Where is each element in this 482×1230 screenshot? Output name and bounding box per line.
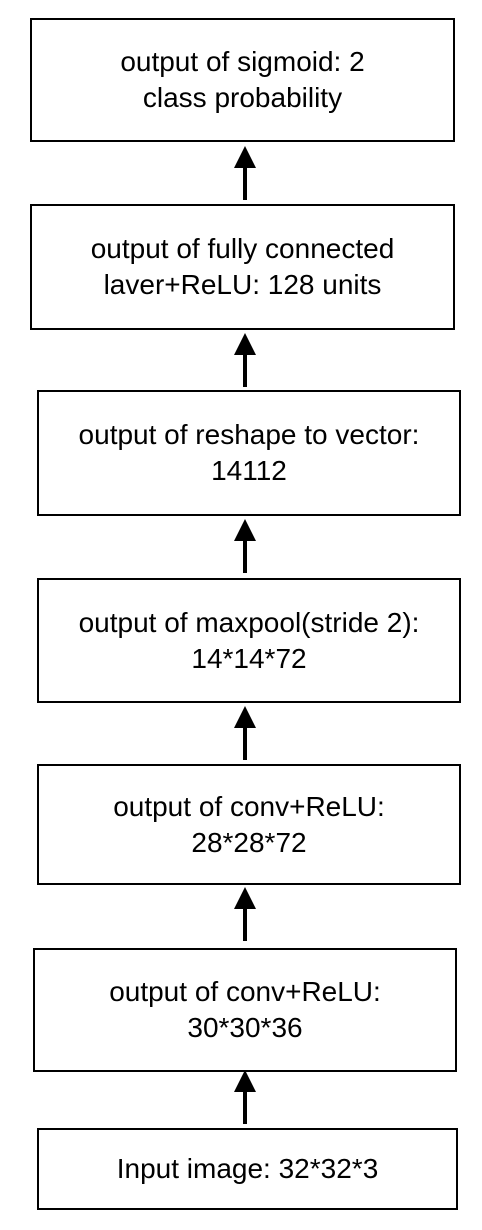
maxpool-output-line-1: output of maxpool(stride 2): [78,606,420,638]
reshape-output-line-2: 14112 [211,455,287,486]
input-image-box: Input image: 32*32*3 [37,1128,458,1210]
arrow-up-icon [230,887,260,941]
conv1-output-line-1: output of conv+ReLU: [109,976,381,1007]
maxpool-output-line-2: 14*14*72 [191,642,307,674]
reshape-output-line-1: output of reshape to vector: [78,419,420,450]
conv2-output-line-2: 28*28*72 [191,826,307,858]
sigmoid-output-line-1: output of sigmoid: 2 [120,46,365,77]
arrow-up-icon [230,1070,260,1124]
sigmoid-output-box: output of sigmoid: 2 class probability [30,18,455,142]
conv1-output-line-2: 30*30*36 [187,1012,303,1043]
fully-connected-output-label: output of fully connected laver+ReLU: 12… [91,231,395,303]
conv1-output-box: output of conv+ReLU: 30*30*36 [33,948,457,1072]
arrow-up-icon [230,706,260,760]
reshape-output-label: output of reshape to vector: 14112 [79,417,420,489]
conv2-output-line-1: output of conv+ReLU: [113,790,385,822]
fully-connected-output-line-2: laver+ReLU: 128 units [103,269,382,300]
reshape-output-box: output of reshape to vector: 14112 [37,390,461,516]
maxpool-output-label: output of maxpool(stride 2): 14*14*72 [79,605,420,677]
arrow-up-icon [230,146,260,200]
conv2-output-label: output of conv+ReLU: 28*28*72 [113,789,385,861]
conv2-output-box: output of conv+ReLU: 28*28*72 [37,764,461,885]
fully-connected-output-box: output of fully connected laver+ReLU: 12… [30,204,455,330]
arrow-up-icon [230,333,260,387]
input-image-line-1: Input image: 32*32*3 [116,1153,379,1184]
maxpool-output-box: output of maxpool(stride 2): 14*14*72 [37,578,461,703]
sigmoid-output-line-2: class probability [142,82,343,113]
input-image-label: Input image: 32*32*3 [117,1151,379,1187]
arrow-up-icon [230,519,260,573]
fully-connected-output-line-1: output of fully connected [90,233,395,264]
sigmoid-output-label: output of sigmoid: 2 class probability [120,44,364,116]
conv1-output-label: output of conv+ReLU: 30*30*36 [109,974,381,1046]
